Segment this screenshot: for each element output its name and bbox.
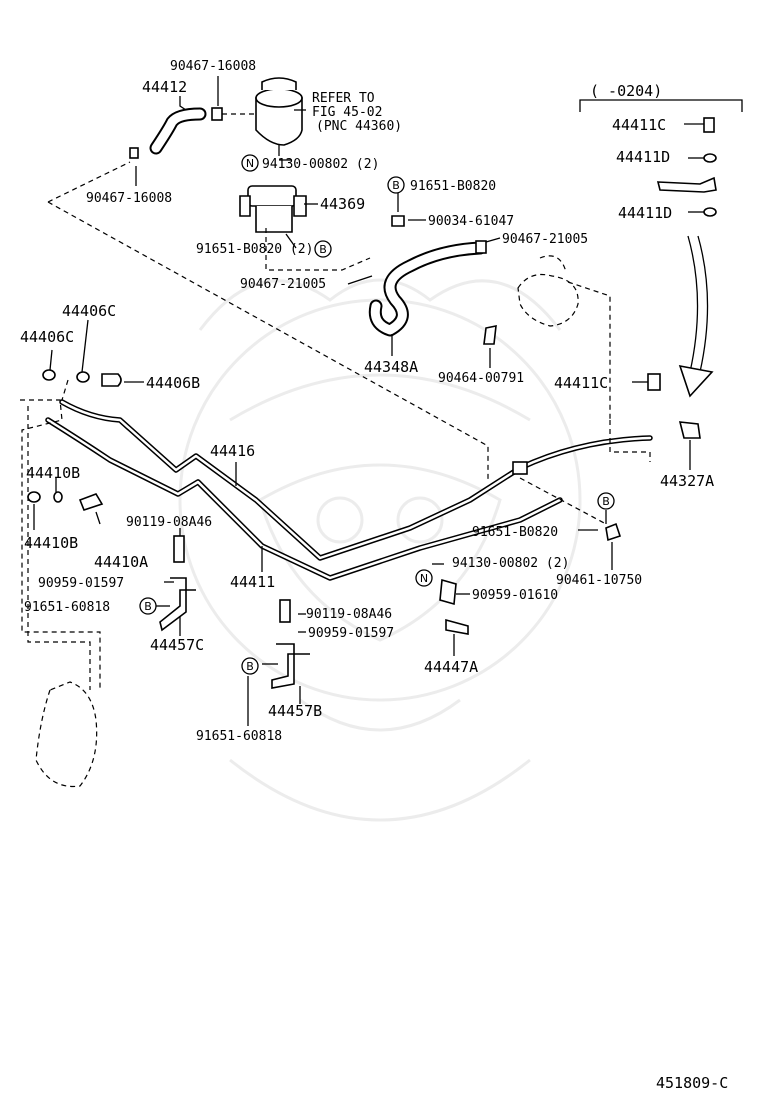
svg-text:N: N (420, 572, 428, 585)
label-44457B: 44457B (268, 702, 322, 720)
label-91651-60818-b: 91651-60818 (196, 729, 282, 744)
label-44406C-a: 44406C (62, 302, 116, 320)
refer-note-line3: (PNC 44360) (316, 119, 402, 134)
direction-arrow (678, 235, 714, 398)
bracket-44457C (159, 535, 196, 632)
label-91651-60818-a: 91651-60818 (24, 600, 110, 615)
svg-text:B: B (319, 243, 327, 256)
label-90959-01610: 90959-01610 (472, 588, 558, 603)
svg-text:N: N (246, 157, 254, 170)
pump-housing (517, 255, 611, 420)
label-94130-00802-b: 94130-00802 (2) (452, 556, 569, 571)
pipe-clamp (512, 461, 528, 475)
circle-marker-b-a: B (314, 240, 332, 258)
diagram-code: 451809-C (656, 1074, 728, 1092)
label-44457C: 44457C (150, 636, 204, 654)
refer-note: REFER TO FIG 45-02 (PNC 44360) (312, 91, 402, 134)
label-44411D-b: 44411D (618, 204, 672, 222)
label-90034-61047: 90034-61047 (428, 214, 514, 229)
clip-90464 (483, 325, 497, 345)
circle-marker-b-d: B (241, 657, 259, 675)
clip-left (129, 147, 139, 159)
label-94130-00802-a: 94130-00802 (2) (262, 157, 379, 172)
label-44369: 44369 (320, 195, 365, 213)
label-44406C-b: 44406C (20, 328, 74, 346)
version-bracket-label: ( -0204) (590, 82, 662, 100)
svg-text:B: B (602, 495, 610, 508)
circle-marker-n-a: N (241, 154, 259, 172)
bracket-44457B (271, 599, 310, 689)
label-90461-10750: 90461-10750 (556, 573, 642, 588)
steering-gear-housing (35, 681, 98, 788)
label-44411C-mid: 44411C (554, 374, 608, 392)
label-90119-08A46-b: 90119-08A46 (306, 607, 392, 622)
return-pipe-44411 (45, 417, 563, 581)
refer-note-line2: FIG 45-02 (312, 105, 382, 120)
left-fittings (27, 369, 122, 511)
version-bracket: ( -0204) (579, 82, 743, 112)
label-90467-16008-top: 90467-16008 (170, 59, 256, 74)
label-90464-00791: 90464-00791 (438, 371, 524, 386)
label-90467-16008-left: 90467-16008 (86, 191, 172, 206)
label-90119-08A46-a: 90119-08A46 (126, 515, 212, 530)
clip-90461 (605, 522, 622, 542)
svg-text:B: B (144, 600, 152, 613)
label-44406B: 44406B (146, 374, 200, 392)
refer-note-line1: REFER TO (312, 91, 375, 106)
label-44411D-a: 44411D (616, 148, 670, 166)
watermark-emblem (178, 278, 582, 822)
circle-marker-b-c: B (139, 597, 157, 615)
label-90959-01597-a: 90959-01597 (38, 576, 124, 591)
hose-44348A (368, 215, 487, 337)
label-44411: 44411 (230, 573, 275, 591)
hose-44412 (129, 107, 254, 159)
circle-marker-n-b: N (415, 569, 433, 587)
label-44348A: 44348A (364, 358, 418, 376)
circle-marker-b-e: B (597, 492, 615, 510)
label-90467-21005-a: 90467-21005 (240, 277, 326, 292)
fitting-44411C-mid (647, 373, 701, 439)
label-44410B-a: 44410B (26, 464, 80, 482)
label-44447A: 44447A (424, 658, 478, 676)
circle-marker-b-b: B (387, 176, 405, 194)
leader-lines (33, 76, 704, 726)
reference-lines (20, 161, 651, 690)
label-44412: 44412 (142, 78, 187, 96)
label-44411C-top: 44411C (612, 116, 666, 134)
svg-text:B: B (392, 179, 400, 192)
label-90467-21005-b: 90467-21005 (502, 232, 588, 247)
label-44410A: 44410A (94, 553, 148, 571)
bracket-44369 (239, 185, 307, 233)
label-91651-B0820-b: 91651-B0820 (472, 525, 558, 540)
fittings-column (656, 117, 717, 217)
label-90959-01597-b: 90959-01597 (308, 626, 394, 641)
bracket-44447A (439, 578, 469, 635)
clip-top (211, 107, 223, 121)
reservoir-tank (255, 77, 303, 156)
svg-text:B: B (246, 660, 254, 673)
label-44410B-b: 44410B (24, 534, 78, 552)
label-91651-B0820-a: 91651-B0820 (410, 179, 496, 194)
label-91651-B0820-2: 91651-B0820 (2) (196, 242, 313, 257)
label-44327A: 44327A (660, 472, 714, 490)
pressure-pipe-44416 (59, 399, 653, 561)
label-44416: 44416 (210, 442, 255, 460)
